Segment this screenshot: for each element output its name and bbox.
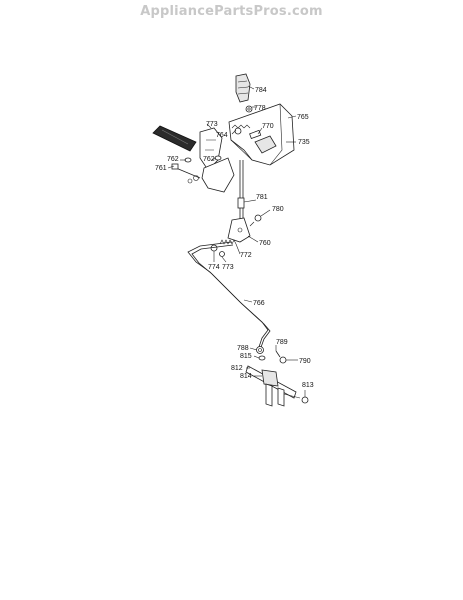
- callout-772: 772: [240, 252, 252, 259]
- part-815-washer[interactable]: [258, 355, 266, 361]
- part-784-grip[interactable]: [235, 73, 251, 103]
- callout-815: 815: [240, 353, 252, 360]
- part-781-bolt[interactable]: [237, 197, 245, 209]
- part-766-shift-rod[interactable]: [187, 241, 271, 351]
- callout-789: 789: [276, 339, 288, 346]
- callout-labels: 784 778 765 773 770 764 735 762 762 761 …: [155, 87, 314, 389]
- callout-788: 788: [237, 345, 249, 352]
- callout-735: 735: [298, 139, 310, 146]
- callout-761: 761: [155, 165, 167, 172]
- part-778-nut[interactable]: [245, 105, 253, 113]
- part-735-bracket[interactable]: [254, 135, 277, 154]
- leader-lines: [167, 85, 306, 397]
- callout-760: 760: [259, 240, 271, 247]
- callout-773-b: 773: [222, 264, 234, 271]
- callout-762-b: 762: [203, 156, 215, 163]
- callout-762-a: 762: [167, 156, 179, 163]
- callout-770: 770: [262, 123, 274, 130]
- callout-781: 781: [256, 194, 268, 201]
- callout-784: 784: [255, 87, 267, 94]
- part-813-nut[interactable]: [301, 396, 309, 404]
- callout-813: 813: [302, 382, 314, 389]
- part-780-nut[interactable]: [249, 214, 262, 227]
- part-grip-black[interactable]: [152, 125, 197, 152]
- callout-764: 764: [216, 132, 228, 139]
- callout-790: 790: [299, 358, 311, 365]
- site-watermark: AppliancePartsPros.com: [140, 4, 323, 19]
- callout-774: 774: [208, 264, 220, 271]
- part-789-pin[interactable]: [275, 350, 281, 358]
- part-762-washer-b[interactable]: [214, 155, 222, 161]
- callout-778: 778: [254, 105, 266, 112]
- part-790-clip[interactable]: [279, 356, 287, 364]
- part-frame-plate[interactable]: [187, 157, 235, 193]
- part-788-clip[interactable]: [256, 346, 264, 354]
- part-760-bell-crank[interactable]: [227, 217, 251, 243]
- part-814-collar[interactable]: [261, 369, 279, 387]
- callout-780: 780: [272, 206, 284, 213]
- callout-812: 812: [231, 365, 243, 372]
- part-vertical-rod[interactable]: [239, 160, 244, 222]
- part-shift-fork[interactable]: [265, 383, 301, 407]
- part-772-spring[interactable]: [219, 239, 237, 245]
- callout-765: 765: [297, 114, 309, 121]
- part-765-cover[interactable]: [228, 103, 295, 166]
- callout-814: 814: [240, 373, 252, 380]
- callout-773: 773: [206, 121, 218, 128]
- part-773-bushing[interactable]: [219, 251, 225, 257]
- part-761-bolt[interactable]: [171, 163, 201, 179]
- callout-766: 766: [253, 300, 265, 307]
- part-770-pin[interactable]: [249, 129, 262, 140]
